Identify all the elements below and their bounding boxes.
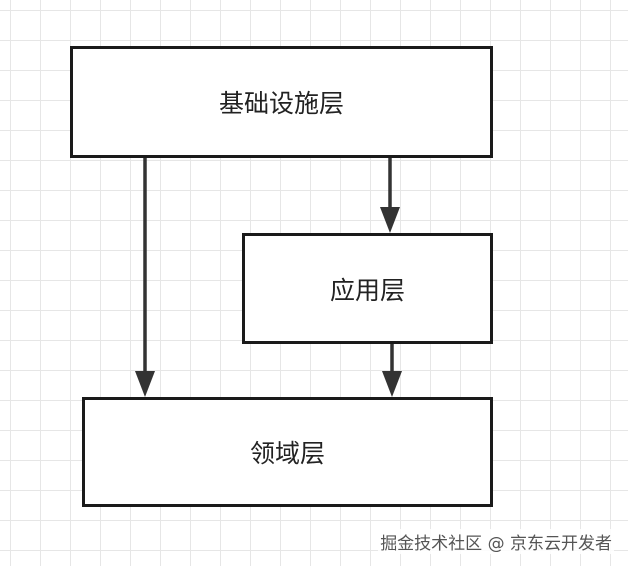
node-domain-label: 领域层 — [249, 439, 325, 468]
node-application-label: 应用层 — [329, 275, 405, 305]
watermark: 掘金技术社区 @ 京东云开发者 — [378, 529, 614, 554]
edge-application-to-domain — [382, 344, 402, 397]
edge-infrastructure-to-domain — [135, 158, 155, 397]
node-domain-layer: 领域层 — [82, 397, 493, 507]
node-infrastructure-layer: 基础设施层 — [70, 46, 493, 158]
node-application-layer: 应用层 — [242, 233, 493, 344]
node-infrastructure-label: 基础设施层 — [218, 89, 344, 118]
edge-infrastructure-to-application — [380, 158, 400, 233]
